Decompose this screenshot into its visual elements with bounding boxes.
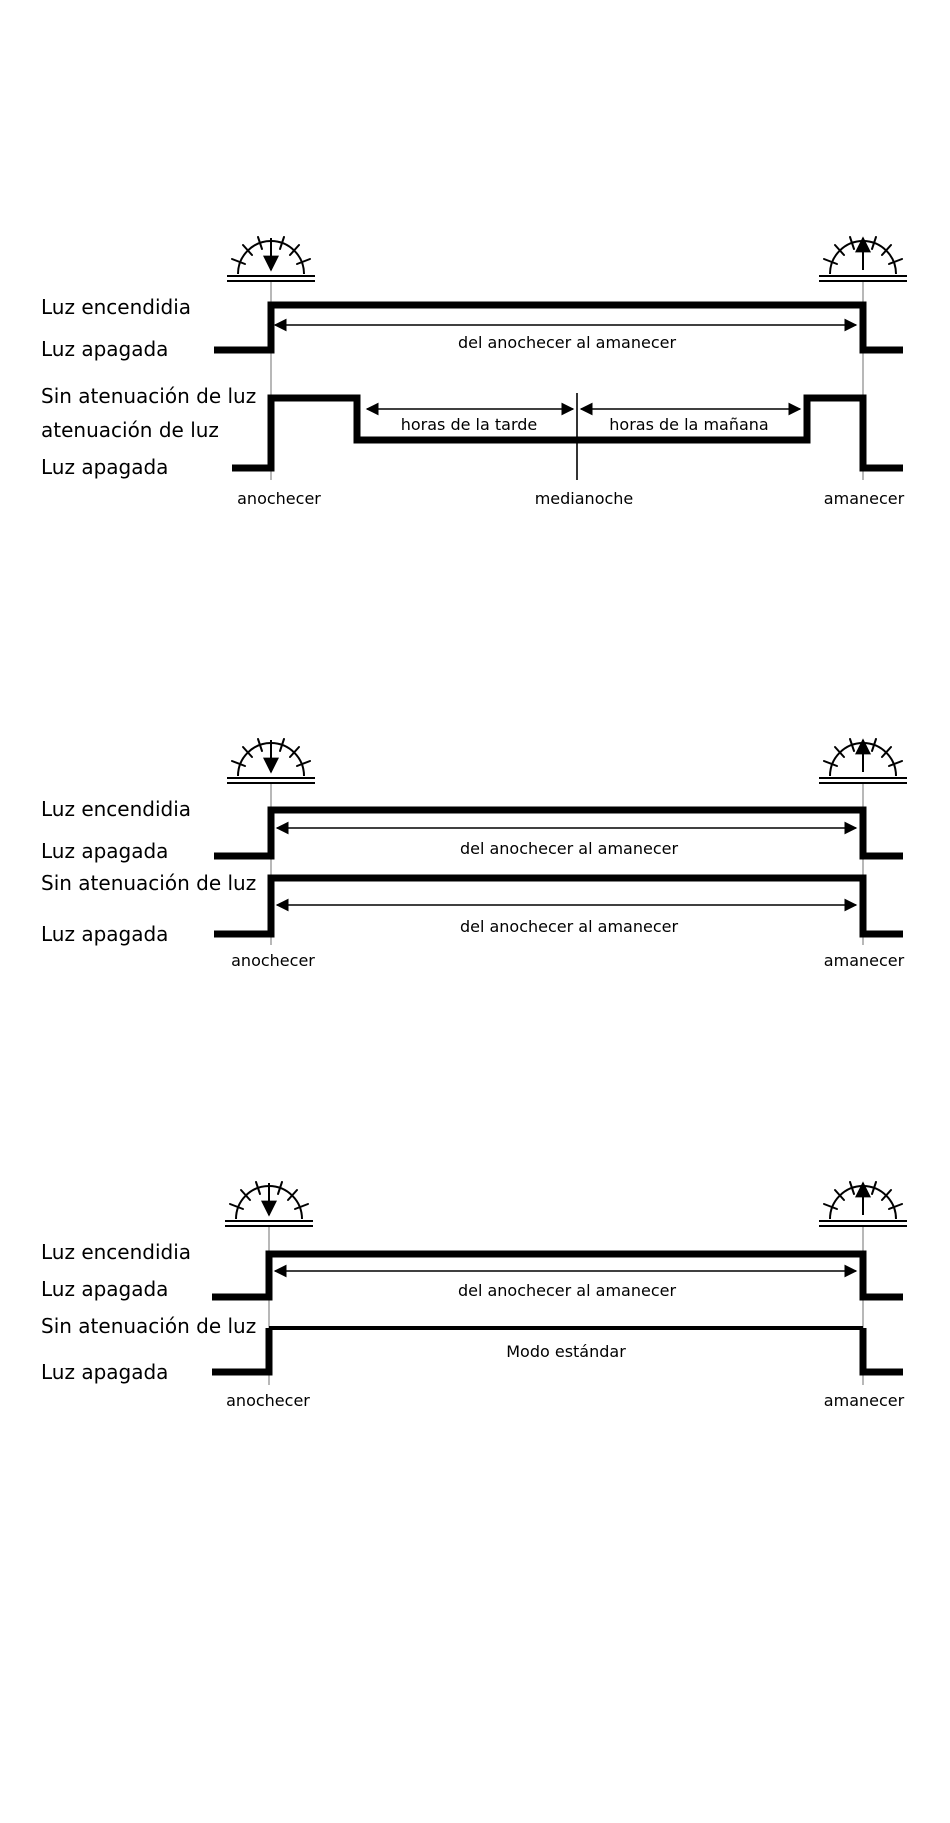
label-light-off: Luz apagada — [41, 1277, 168, 1301]
label-light-off-2: Luz apagada — [41, 1360, 168, 1384]
label-no-dimming: Sin atenuación de luz — [41, 871, 256, 895]
label-no-dimming: Sin atenuación de luz — [41, 1314, 256, 1338]
sunrise-icon — [819, 236, 907, 282]
label-light-off: Luz apagada — [41, 337, 168, 361]
time-label-dawn: amanecer — [824, 951, 905, 970]
label-light-on: Luz encendidia — [41, 1240, 191, 1264]
span-label-night: del anochecer al amanecer — [458, 333, 677, 352]
time-label-dawn: amanecer — [824, 1391, 905, 1410]
time-label-dusk: anochecer — [226, 1391, 310, 1410]
time-label-midnight: medianoche — [535, 489, 634, 508]
on-off-waveform — [214, 301, 903, 354]
on-off-waveform — [214, 806, 903, 860]
dimming-waveform — [232, 394, 903, 472]
label-light-on: Luz encendidia — [41, 797, 191, 821]
diagram-dimming-mode: Luz encendidia Luz apagada Sin atenuació… — [41, 236, 907, 508]
sunset-icon — [227, 236, 315, 282]
standard-off-waveform-2 — [859, 1328, 903, 1376]
label-no-dimming: Sin atenuación de luz — [41, 384, 256, 408]
no-dimming-waveform — [214, 874, 903, 938]
span-label-evening: horas de la tarde — [401, 415, 538, 434]
label-light-off: Luz apagada — [41, 839, 168, 863]
span-label-night-2: del anochecer al amanecer — [460, 917, 679, 936]
time-label-dusk: anochecer — [237, 489, 321, 508]
diagram-standard-mode: Luz encendidia Luz apagada Sin atenuació… — [41, 1181, 907, 1410]
label-light-on: Luz encendidia — [41, 295, 191, 319]
label-light-off-2: Luz apagada — [41, 922, 168, 946]
label-light-off-2: Luz apagada — [41, 455, 168, 479]
span-label-night: del anochecer al amanecer — [460, 839, 679, 858]
span-label-night: del anochecer al amanecer — [458, 1281, 677, 1300]
on-off-waveform — [212, 1250, 903, 1301]
sunrise-icon — [819, 1181, 907, 1227]
sunrise-icon — [819, 738, 907, 784]
span-label-morning: horas de la mañana — [609, 415, 768, 434]
time-label-dusk: anochecer — [231, 951, 315, 970]
sunset-icon — [225, 1181, 313, 1227]
label-dimming: atenuación de luz — [41, 418, 219, 442]
sunset-icon — [227, 738, 315, 784]
time-label-dawn: amanecer — [824, 489, 905, 508]
standard-off-waveform — [212, 1328, 273, 1376]
diagram-no-dimming: Luz encendidia Luz apagada Sin atenuació… — [41, 738, 907, 970]
span-label-standard: Modo estándar — [506, 1342, 626, 1361]
